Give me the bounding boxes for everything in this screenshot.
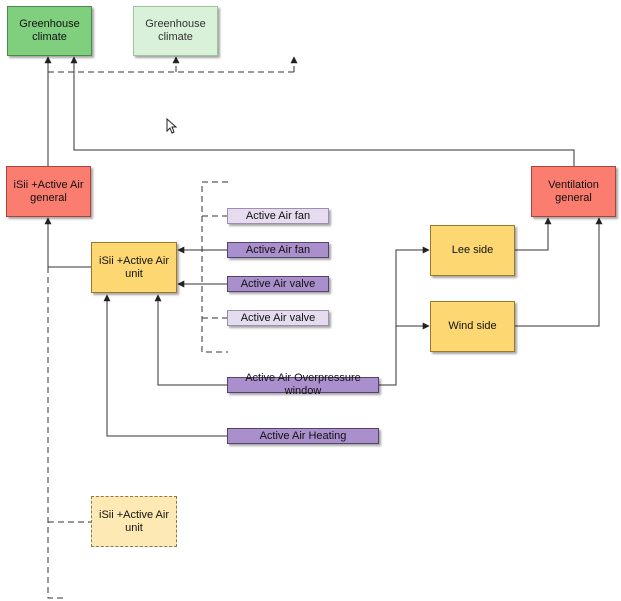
mouse-cursor-icon — [166, 118, 178, 134]
active-air-valve-box-2[interactable]: Active Air valve — [227, 310, 329, 326]
line-wind-to-ventilation — [515, 217, 603, 327]
ventilation-general-box[interactable]: Ventilation general — [531, 166, 616, 217]
isii-active-air-general-label: iSii +Active Air general — [13, 178, 84, 204]
wind-side-box[interactable]: Wind side — [430, 301, 515, 352]
greenhouse-climate-box[interactable]: Greenhouse climate — [7, 6, 92, 56]
line-heating-to-unit — [103, 294, 227, 437]
greenhouse-climate-label: Greenhouse climate — [19, 18, 80, 43]
active-air-heating-label: Active Air Heating — [259, 429, 347, 442]
line-window-to-lee — [379, 246, 430, 386]
isii-active-air-unit-ghost-box[interactable]: iSii +Active Air unit — [91, 496, 177, 547]
dashed-ghost-trunk — [47, 267, 64, 599]
line-window-to-unit — [154, 294, 227, 386]
active-air-fan-box-1[interactable]: Active Air fan — [227, 208, 329, 224]
line-unit-to-general — [44, 217, 91, 268]
active-air-overpressure-window-label: Active Air Overpressure window — [245, 372, 361, 397]
dashed-fan-bracket — [201, 181, 228, 353]
isii-active-air-unit-label: iSii +Active Air unit — [99, 254, 169, 280]
wind-side-label: Wind side — [448, 320, 497, 332]
active-air-valve-label-1: Active Air valve — [240, 277, 316, 290]
line-lee-to-ventilation — [515, 217, 552, 251]
active-air-fan-label-1: Active Air fan — [245, 209, 311, 222]
greenhouse-climate-box-secondary[interactable]: Greenhouse climate — [133, 6, 218, 56]
isii-active-air-unit-ghost-label: iSii +Active Air unit — [99, 508, 169, 534]
active-air-heating-box[interactable]: Active Air Heating — [227, 428, 379, 444]
active-air-overpressure-window-box[interactable]: Active Air Overpressure window — [227, 372, 379, 397]
isii-active-air-unit-box[interactable]: iSii +Active Air unit — [91, 242, 177, 293]
active-air-valve-label-2: Active Air valve — [240, 311, 316, 324]
greenhouse-climate-secondary-label: Greenhouse climate — [145, 18, 206, 43]
active-air-valve-box-1[interactable]: Active Air valve — [227, 276, 329, 292]
ventilation-general-label: Ventilation general — [548, 178, 599, 204]
active-air-fan-box-2[interactable]: Active Air fan — [227, 242, 329, 258]
line-ventilation-to-climate — [70, 56, 575, 166]
active-air-fan-label-2: Active Air fan — [245, 243, 311, 256]
lee-side-box[interactable]: Lee side — [430, 225, 515, 276]
lee-side-label: Lee side — [451, 244, 494, 256]
isii-active-air-general-box[interactable]: iSii +Active Air general — [6, 166, 91, 217]
